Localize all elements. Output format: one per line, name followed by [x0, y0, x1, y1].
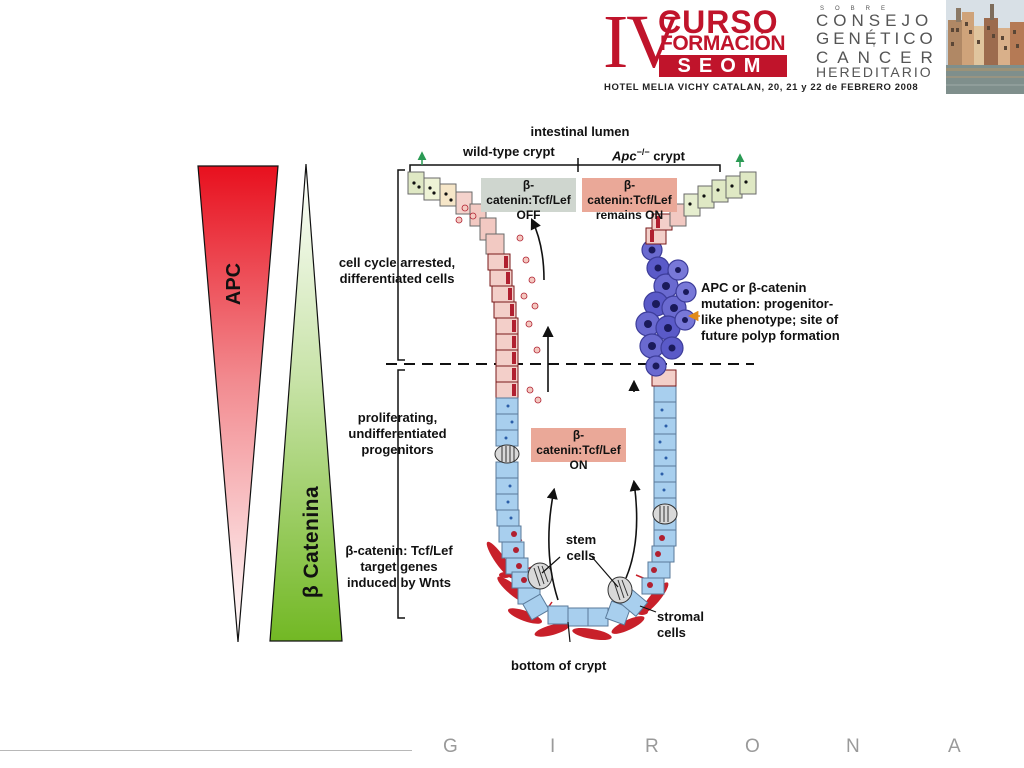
crypt-diagram: [386, 151, 757, 643]
footer-letter-a: A: [948, 736, 961, 757]
polyp-cluster: [635, 239, 697, 377]
girona-photo: [946, 0, 1024, 94]
left-villus: [407, 171, 505, 255]
consejo-y: Y: [872, 43, 877, 49]
label-pointers: [541, 556, 657, 643]
catenin-label: β Catenina: [300, 485, 323, 599]
catenin-triangle: [269, 163, 343, 642]
secreted-granules: [455, 204, 542, 404]
venue-text: HOTEL MELIA VICHY CATALAN, 20, 21 y 22 d…: [604, 82, 919, 93]
label-arrested: cell cycle arrested, differentiated cell…: [338, 255, 456, 286]
status-box-on: β-catenin:Tcf/Lef ON: [531, 428, 626, 472]
left-mitotic-cell: [494, 444, 520, 464]
lumen-label: intestinal lumen: [530, 124, 630, 139]
consejo-line4: HEREDITARIO: [816, 64, 933, 80]
label-proliferating: proliferating, undifferentiated progenit…: [348, 410, 447, 457]
status-box-remains-line1: β-catenin:Tcf/Lef: [587, 178, 672, 207]
right-progenitor-cells: [641, 385, 677, 595]
status-box-off-line2: OFF: [516, 208, 541, 222]
footer-letter-r: R: [645, 736, 659, 757]
logo-formacion: FORMACIÓN: [660, 32, 786, 55]
top-brackets: [409, 158, 721, 172]
logo-seom: SEOM: [677, 55, 769, 77]
footer-letter-n: N: [846, 736, 860, 757]
gradient-triangles: [197, 163, 343, 643]
right-villus: [669, 171, 757, 227]
footer-rule: [0, 750, 412, 751]
apc-label: APC: [223, 262, 245, 306]
apc-triangle: [197, 165, 279, 643]
logo-curso: CURSO: [658, 4, 779, 40]
flow-arrows: [530, 217, 641, 601]
footer-letter-o: O: [745, 736, 760, 757]
label-bottom-of-crypt: bottom of crypt: [511, 658, 607, 673]
label-stem-cells: stem cells: [565, 532, 597, 563]
footer-letter-g: G: [443, 736, 458, 757]
status-box-off-line1: β-catenin:Tcf/Lef: [486, 178, 571, 207]
label-stromal-cells: stromal cells: [657, 609, 704, 640]
crypt-bottom-cells: [522, 588, 649, 627]
status-box-off: β-catenin:Tcf/Lef OFF: [481, 178, 576, 222]
consejo-sobre: SOBRE: [820, 6, 897, 12]
status-box-remains-on: β-catenin:Tcf/Lef remains ON: [582, 178, 677, 222]
status-box-remains-line2: remains ON: [595, 208, 664, 222]
wildtype-label: wild-type crypt: [463, 144, 555, 159]
right-mitotic-cell: [652, 503, 678, 525]
consejo-line2: GENÉTICO: [816, 29, 937, 48]
consejo-line3: CANCER: [816, 48, 942, 67]
left-brackets: [397, 169, 405, 619]
label-mutation: APC or β-catenin mutation: progenitor- l…: [701, 280, 840, 343]
status-box-on-line2: ON: [569, 458, 588, 472]
apc-crypt-label: Apc−/− crypt: [612, 147, 685, 164]
footer-letter-i: I: [550, 736, 556, 757]
logo-seom-background: [659, 55, 787, 77]
consejo-line1: CONSEJO: [816, 11, 934, 30]
label-target-genes: β-catenin: Tcf/Lef target genes induced …: [345, 543, 453, 590]
stem-cell-right: [607, 576, 633, 604]
status-box-on-line1: β-catenin:Tcf/Lef: [536, 428, 621, 457]
